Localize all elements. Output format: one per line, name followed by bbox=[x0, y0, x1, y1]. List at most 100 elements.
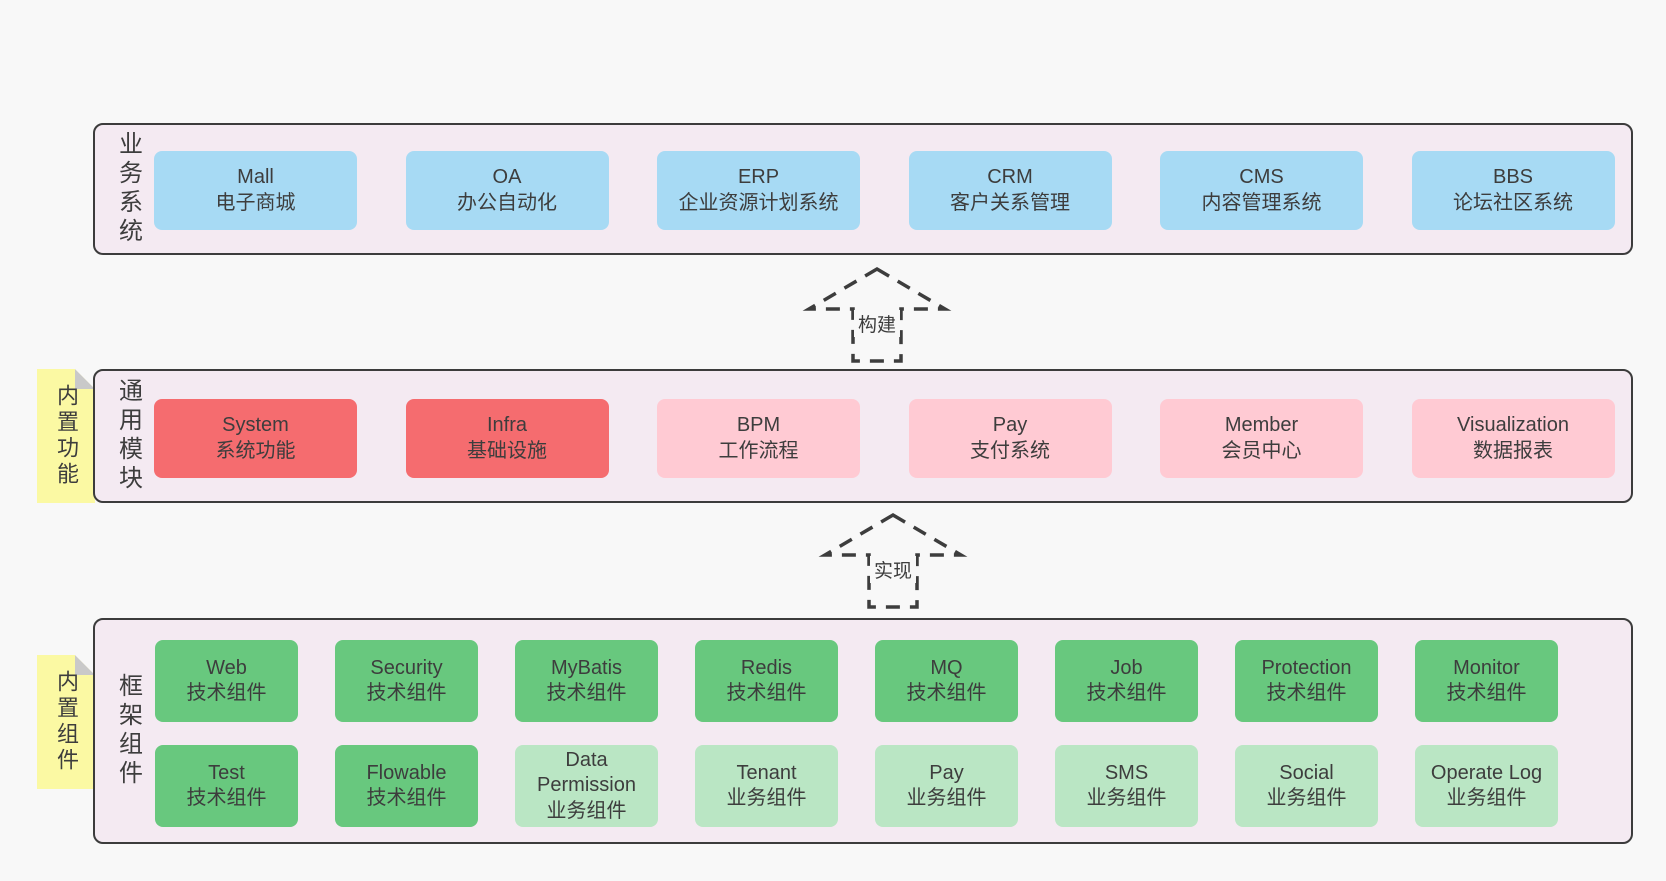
box-subtitle: 工作流程 bbox=[718, 439, 799, 462]
box-tenant: Tenant 业务组件 bbox=[695, 745, 838, 827]
box-pay: Pay 业务组件 bbox=[875, 745, 1018, 827]
box-subtitle: 内容管理系统 bbox=[1201, 191, 1322, 214]
dashed-up-arrow-build: 构建 bbox=[797, 264, 957, 366]
arrow-label: 构建 bbox=[853, 310, 901, 337]
box-social: Social 业务组件 bbox=[1235, 745, 1378, 827]
box-subtitle: 业务组件 bbox=[1446, 787, 1527, 809]
box-subtitle: 业务组件 bbox=[546, 799, 627, 822]
box-subtitle: 基础设施 bbox=[467, 439, 547, 462]
section-label: 通用模块 bbox=[114, 378, 142, 494]
box-subtitle: 技术组件 bbox=[186, 682, 267, 704]
box-subtitle: 数据报表 bbox=[1473, 439, 1553, 462]
box-infra: Infra 基础设施 bbox=[405, 399, 609, 478]
box-title: Infra bbox=[486, 414, 528, 436]
box-security: Security 技术组件 bbox=[335, 640, 478, 722]
box-title: BPM bbox=[736, 414, 781, 436]
box-title: MyBatis bbox=[550, 656, 623, 679]
box-subtitle: 支付系统 bbox=[970, 439, 1050, 462]
box-bbs: BBS 论坛社区系统 bbox=[1411, 151, 1615, 230]
box-pay: Pay 支付系统 bbox=[908, 399, 1112, 478]
box-monitor: Monitor 技术组件 bbox=[1415, 640, 1558, 722]
box-subtitle: 技术组件 bbox=[1086, 682, 1167, 704]
common-modules-box-row: System 系统功能 Infra 基础设施 BPM 工作流程 Pay 支付系统 Member 会… bbox=[154, 399, 1615, 478]
box-title: Protection bbox=[1261, 656, 1352, 679]
up-arrow-icon bbox=[818, 512, 968, 609]
box-crm: CRM 客户关系管理 bbox=[908, 151, 1112, 230]
box-subtitle: 客户关系管理 bbox=[950, 191, 1070, 214]
box-title: Tenant bbox=[736, 761, 797, 784]
box-subtitle: 技术组件 bbox=[906, 682, 987, 704]
box-title: Job bbox=[1110, 656, 1143, 679]
box-title: System bbox=[222, 414, 289, 436]
box-title: Pay bbox=[929, 761, 964, 784]
box-title: SMS bbox=[1104, 761, 1149, 784]
box-mybatis: MyBatis 技术组件 bbox=[515, 640, 658, 722]
box-subtitle: 会员中心 bbox=[1221, 439, 1302, 462]
box-subtitle: 技术组件 bbox=[186, 787, 267, 809]
box-bpm: BPM 工作流程 bbox=[657, 399, 860, 478]
box-title: Pay bbox=[992, 414, 1028, 436]
sticky-note-built-in-components: 内置组件 bbox=[37, 655, 95, 789]
box-system: System 系统功能 bbox=[154, 399, 357, 478]
box-title: ERP bbox=[737, 166, 780, 188]
box-subtitle: 技术组件 bbox=[366, 682, 447, 704]
box-redis: Redis 技术组件 bbox=[695, 640, 838, 722]
box-subtitle: 论坛社区系统 bbox=[1453, 191, 1573, 214]
box-subtitle: 业务组件 bbox=[1086, 787, 1167, 809]
box-subtitle: 企业资源计划系统 bbox=[678, 191, 839, 214]
box-title: Mall bbox=[237, 166, 274, 188]
box-title: Monitor bbox=[1453, 656, 1520, 679]
box-protection: Protection 技术组件 bbox=[1235, 640, 1378, 722]
box-subtitle: 技术组件 bbox=[726, 682, 807, 704]
box-web: Web 技术组件 bbox=[155, 640, 298, 722]
box-title: Security bbox=[370, 656, 443, 679]
box-sms: SMS 业务组件 bbox=[1055, 745, 1198, 827]
box-cms: CMS 内容管理系统 bbox=[1160, 151, 1363, 230]
box-title: Data Permission bbox=[537, 748, 636, 797]
box-subtitle: 技术组件 bbox=[546, 682, 627, 704]
box-title: Web bbox=[206, 656, 247, 679]
sticky-note-label: 内置组件 bbox=[54, 670, 79, 774]
box-subtitle: 技术组件 bbox=[1446, 682, 1527, 704]
box-title: Redis bbox=[740, 656, 793, 679]
box-title: Visualization bbox=[1457, 414, 1569, 436]
box-title: Social bbox=[1279, 761, 1334, 784]
box-title: BBS bbox=[1492, 166, 1534, 188]
box-subtitle: 业务组件 bbox=[726, 787, 807, 809]
box-visualization: Visualization 数据报表 bbox=[1411, 399, 1615, 478]
sticky-note-built-in-features: 内置功能 bbox=[37, 369, 95, 503]
box-title: CRM bbox=[987, 166, 1033, 188]
box-erp: ERP 企业资源计划系统 bbox=[657, 151, 860, 230]
box-test: Test 技术组件 bbox=[155, 745, 298, 827]
box-title: OA bbox=[492, 166, 522, 188]
up-arrow-icon bbox=[802, 266, 952, 363]
box-subtitle: 电子商城 bbox=[215, 191, 296, 214]
box-oa: OA 办公自动化 bbox=[405, 151, 609, 230]
box-mall: Mall 电子商城 bbox=[154, 151, 357, 230]
box-subtitle: 系统功能 bbox=[215, 439, 296, 462]
business-systems-box-row: Mall 电子商城 OA 办公自动化 ERP 企业资源计划系统 CRM 客户关系管理 CMS 内容… bbox=[154, 151, 1615, 230]
section-label: 框架组件 bbox=[114, 673, 142, 789]
box-title: CMS bbox=[1239, 166, 1284, 188]
box-subtitle: 技术组件 bbox=[1266, 682, 1347, 704]
box-subtitle: 技术组件 bbox=[366, 787, 447, 809]
box-job: Job 技术组件 bbox=[1055, 640, 1198, 722]
box-title: Member bbox=[1224, 414, 1299, 436]
box-title: MQ bbox=[930, 656, 963, 679]
arrow-label: 实现 bbox=[869, 556, 917, 583]
box-title: Test bbox=[208, 761, 245, 784]
box-subtitle: 业务组件 bbox=[1266, 787, 1347, 809]
box-subtitle: 业务组件 bbox=[906, 787, 987, 809]
section-common-modules: 通用模块 System 系统功能 Infra 基础设施 BPM 工作流程 Pay 支付系统 Me… bbox=[93, 369, 1633, 503]
box-subtitle: 办公自动化 bbox=[457, 191, 557, 214]
sticky-note-label: 内置功能 bbox=[54, 384, 79, 488]
box-mq: MQ 技术组件 bbox=[875, 640, 1018, 722]
